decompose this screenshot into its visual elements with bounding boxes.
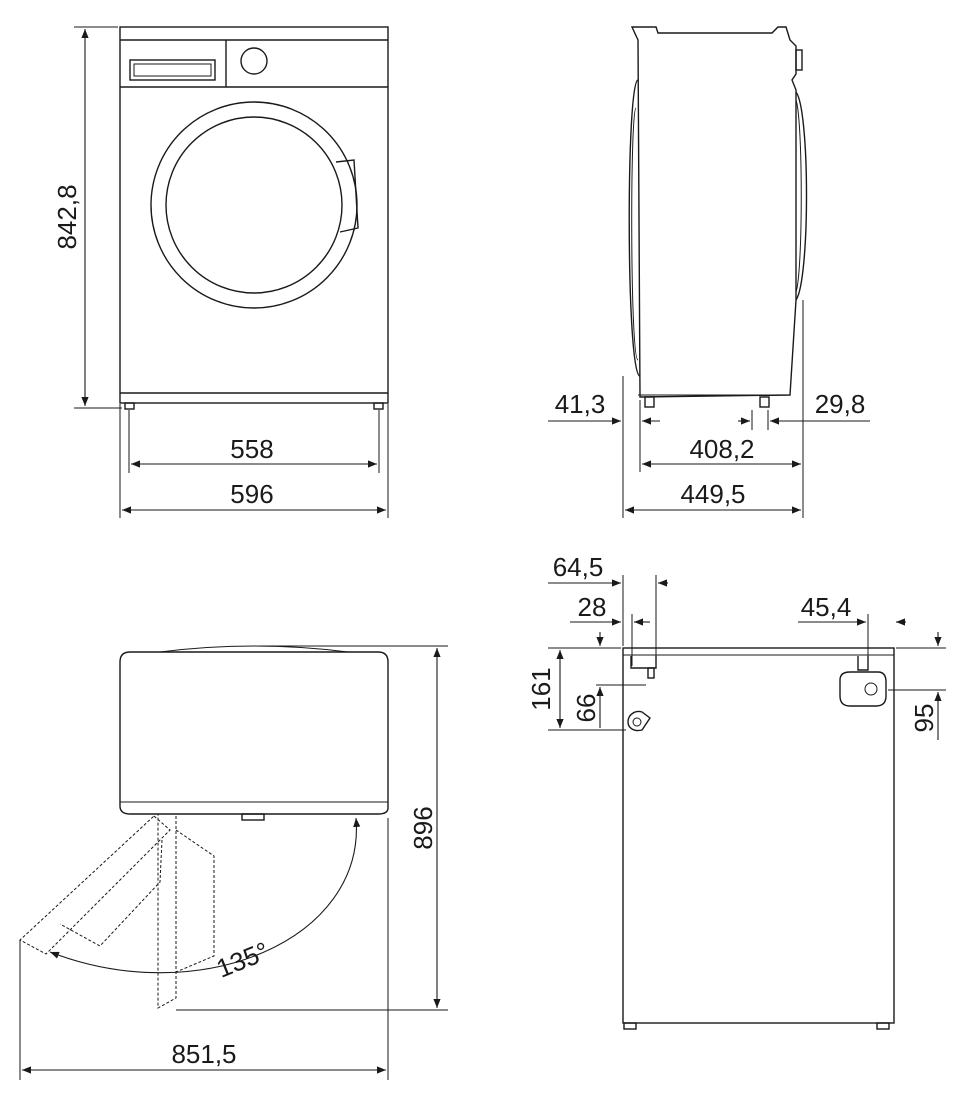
side-total-depth-label: 449,5 — [680, 479, 745, 509]
top-body-cap — [159, 645, 349, 653]
door-angle-arc — [49, 817, 361, 974]
side-view: 41,3 29,8 408,2 449,5 — [548, 26, 870, 518]
front-height-label: 842,8 — [52, 184, 82, 249]
side-door-profile-inner — [795, 99, 802, 293]
rear-inlet-offset-label: 66 — [571, 694, 601, 723]
rear-body-outline — [622, 647, 895, 1024]
side-door-profile — [795, 91, 808, 301]
front-left-foot — [124, 402, 135, 410]
door-glass — [165, 116, 343, 294]
side-knob — [795, 49, 803, 71]
side-front-bulge-inner — [631, 107, 639, 361]
rear-inlet-bracket — [630, 656, 657, 669]
rear-right-offset-label: 45,4 — [801, 592, 852, 622]
front-total-width-label: 596 — [230, 479, 273, 509]
top-door-width-label: 851,5 — [171, 1039, 236, 1069]
top-view: 135° 896 851,5 — [19, 645, 448, 1080]
front-feet-width-label: 558 — [230, 434, 273, 464]
door-angle-label: 135° — [212, 936, 273, 984]
side-rear-foot — [759, 396, 770, 408]
door-outer-ring — [150, 101, 358, 309]
rear-left-outer-label: 64,5 — [553, 552, 604, 582]
detergent-drawer-handle — [133, 63, 212, 77]
detergent-drawer — [129, 59, 216, 81]
rear-inlet-nozzle — [647, 667, 655, 679]
front-view: 842,8 558 596 — [52, 26, 389, 518]
side-front-bulge — [628, 79, 641, 377]
rear-drain-hole — [864, 682, 878, 696]
front-right-foot — [373, 402, 384, 410]
top-body-outline — [119, 651, 389, 815]
door-90-position — [157, 813, 177, 1009]
rear-left-inner-label: 28 — [578, 592, 607, 622]
rear-outlet-bracket — [857, 656, 869, 671]
rear-outlet-height-label: 95 — [909, 704, 939, 733]
top-total-depth-label: 896 — [408, 806, 438, 849]
rear-drain-outlet — [839, 671, 887, 707]
rear-inlet-height-label: 161 — [526, 667, 556, 710]
side-front-foot — [644, 396, 655, 408]
rear-left-foot — [623, 1022, 637, 1030]
front-body-outline — [119, 26, 389, 404]
door-handle — [335, 159, 359, 233]
side-body-depth-label: 408,2 — [689, 434, 754, 464]
rear-inlet-valve-hole — [632, 717, 642, 727]
rear-inlet-valve — [627, 710, 651, 732]
side-front-offset-label: 41,3 — [555, 389, 606, 419]
side-rear-offset-label: 29,8 — [815, 389, 866, 419]
rear-view: 64,5 28 45,4 161 66 95 — [526, 552, 946, 1030]
door-135-position — [19, 815, 171, 955]
top-hinge-tab — [241, 813, 265, 821]
door-90-inner — [175, 829, 215, 973]
rear-right-foot — [876, 1022, 890, 1030]
program-knob — [240, 47, 268, 75]
side-body-outline — [630, 26, 797, 398]
